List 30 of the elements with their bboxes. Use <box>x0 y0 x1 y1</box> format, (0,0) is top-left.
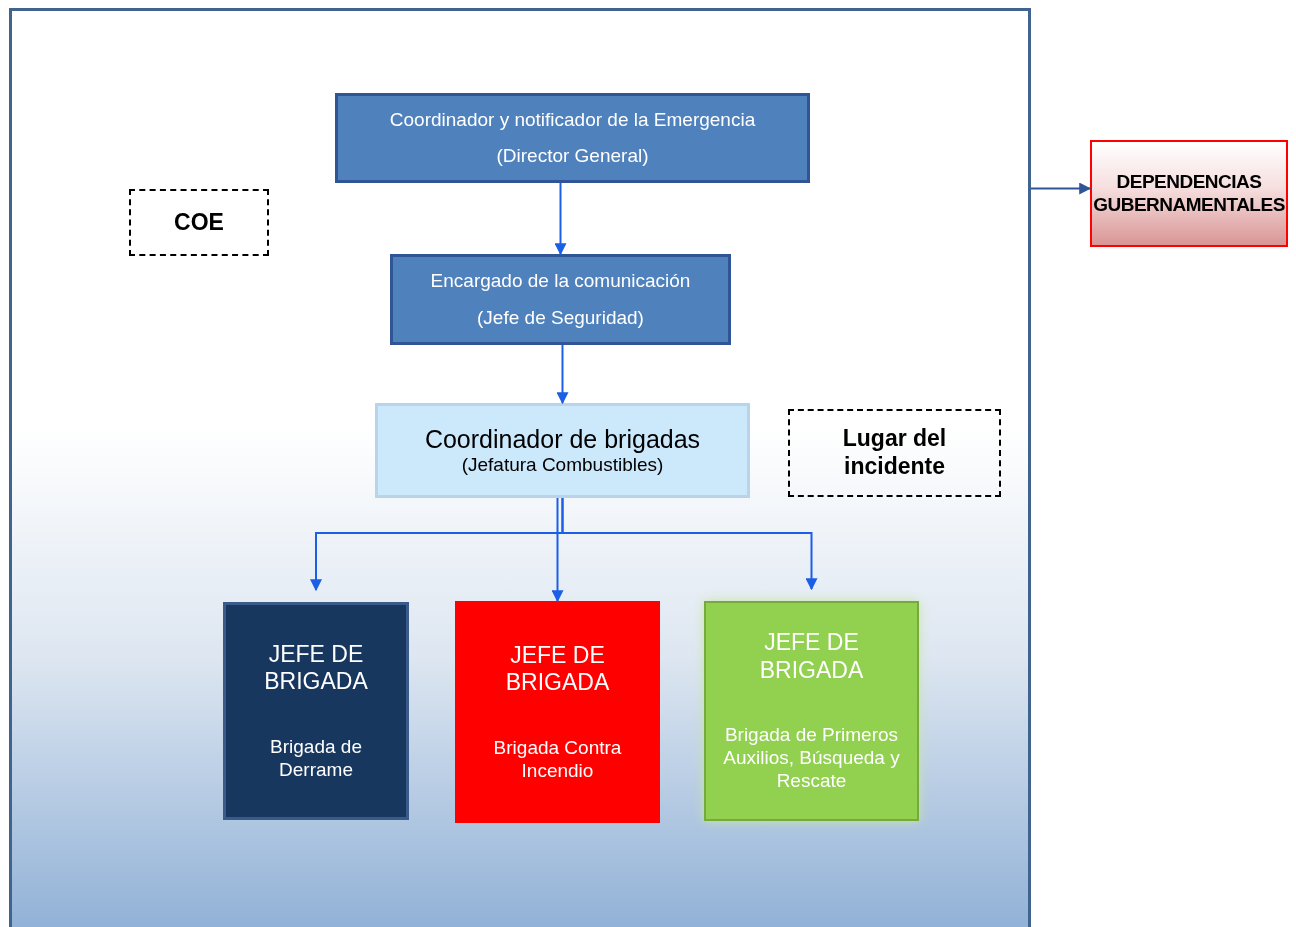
heading-text: Lugar del incidente <box>841 425 948 481</box>
subtitle-text: (Jefe de Seguridad) <box>477 305 644 330</box>
heading-text: Coordinador de brigadas <box>424 424 701 455</box>
heading-text: COE <box>174 208 224 237</box>
arrow <box>561 497 818 591</box>
frame-panel <box>9 8 1031 927</box>
dashed-box <box>129 189 269 256</box>
brigade-box <box>223 602 409 820</box>
role-box <box>375 403 750 498</box>
dashed-box <box>788 409 1001 497</box>
subtitle-text: (Jefatura Combustibles) <box>461 454 664 477</box>
brigade-box <box>455 601 660 823</box>
heading-text: Encargado de la comunicación <box>430 269 691 294</box>
subtitle-text: Brigada de Primeros Auxilios, Búsqueda y Rescate <box>722 724 901 793</box>
role-box <box>335 93 810 183</box>
heading-text: Coordinador y notificador de la Emergencia <box>389 107 756 132</box>
heading-text: JEFE DE BRIGADA <box>758 629 865 685</box>
arrow <box>551 497 564 603</box>
brigade-box <box>704 601 919 821</box>
arrow <box>554 182 567 256</box>
heading-text: JEFE DE BRIGADA <box>263 640 369 696</box>
role-box <box>390 254 731 345</box>
subtitle-text: (Director General) <box>496 144 649 168</box>
subtitle-text: Brigada Contra Incendio <box>492 736 623 783</box>
subtitle-text: Brigada de Derrame <box>269 735 363 782</box>
heading-text: DEPENDENCIAS GUBERNAMENTALES <box>1092 170 1286 217</box>
heading-text: JEFE DE BRIGADA <box>504 641 611 697</box>
agency-box <box>1090 140 1288 247</box>
arrow <box>1030 182 1092 195</box>
arrow <box>556 344 569 405</box>
